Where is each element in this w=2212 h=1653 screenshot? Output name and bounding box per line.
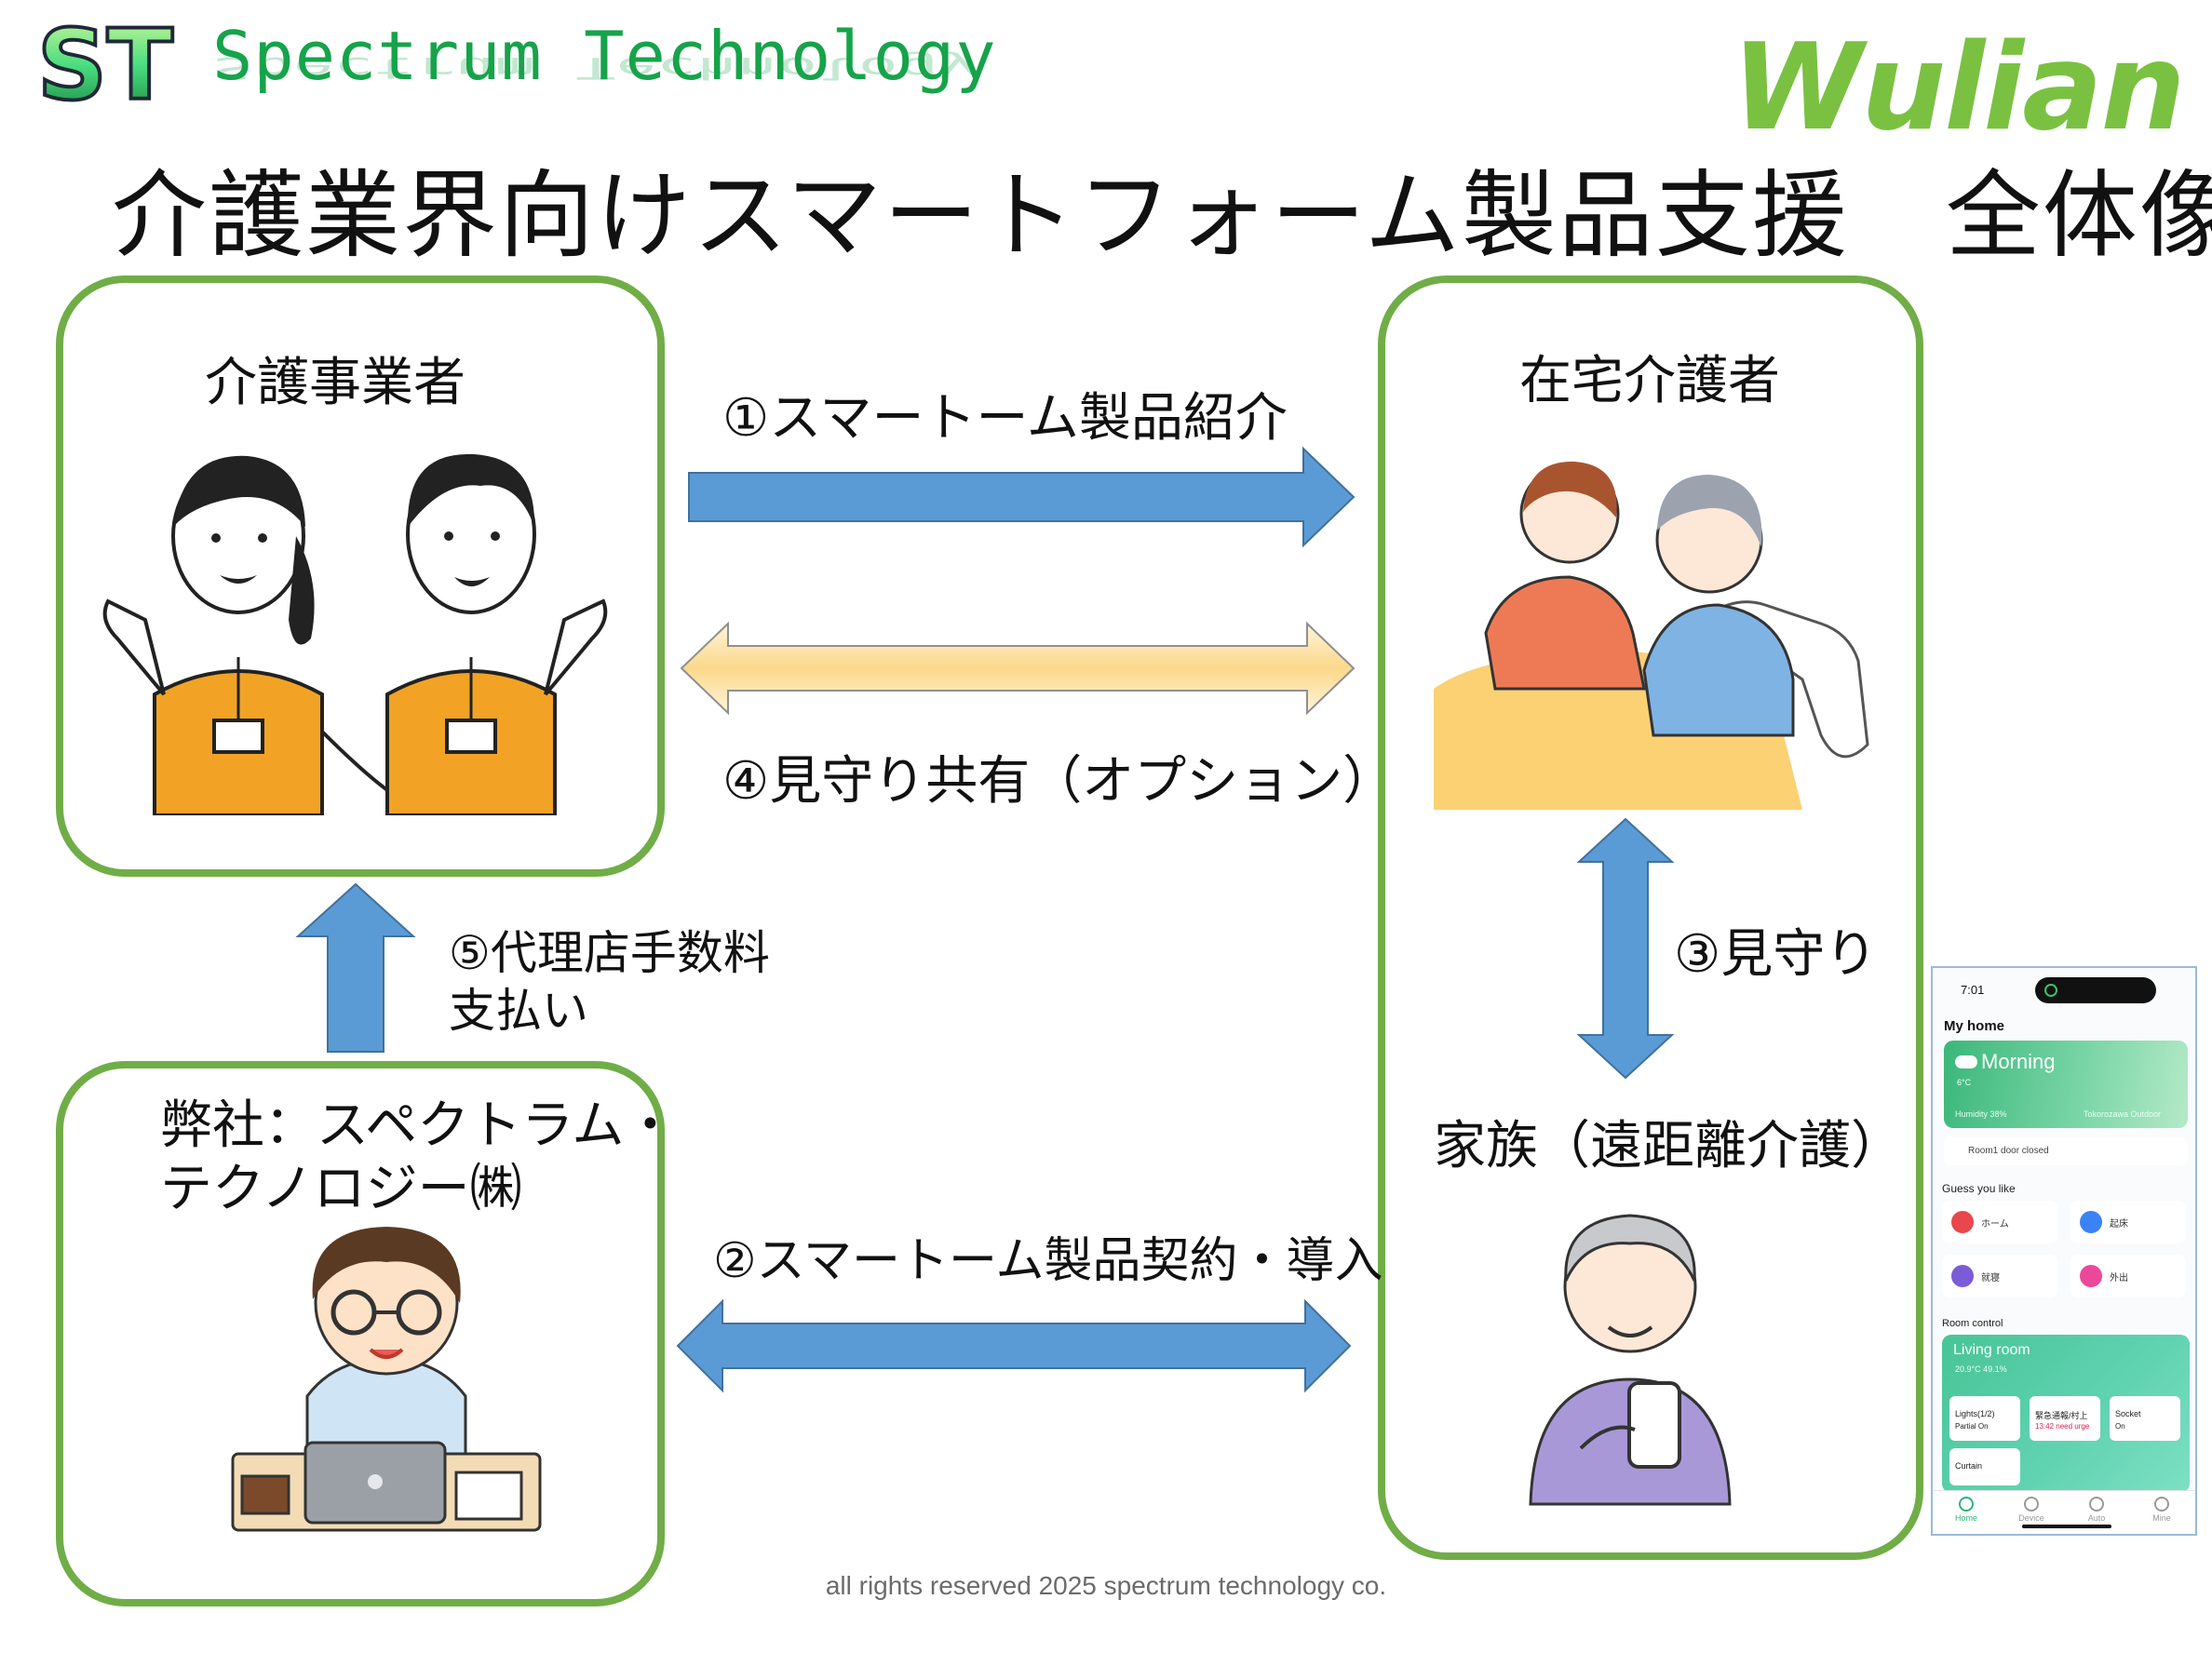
door-notice[interactable]: Room1 door closed <box>1944 1137 2188 1165</box>
device-name: Socket <box>2115 1409 2141 1418</box>
flow-label-contract: ②スマートーム製品契約・導入 <box>713 1233 1383 1289</box>
wulian-logo: Wulian <box>1732 19 2186 157</box>
arrow-commission <box>295 882 416 1053</box>
tab-auto[interactable]: Auto <box>2069 1497 2124 1523</box>
tab-device[interactable]: Device <box>2003 1497 2059 1523</box>
flow-label-commission-line2: 支払い <box>449 984 588 1038</box>
dynamic-island <box>2035 977 2156 1003</box>
device-socket[interactable]: Socket On <box>2110 1396 2180 1441</box>
device-emergency[interactable]: 緊急通報/村上 13:42 need urge <box>2030 1396 2100 1441</box>
device-tab-icon <box>2024 1497 2039 1512</box>
weather-location: Tokorozawa Outdoor <box>2084 1109 2162 1119</box>
care-staff-illustration <box>102 453 608 815</box>
cloud-icon <box>1955 1055 1977 1068</box>
st-logo: ST <box>35 9 175 119</box>
room-values: 20.9°C 49.1% <box>1955 1364 2007 1374</box>
weather-humidity: Humidity 38% <box>1955 1109 2007 1119</box>
scene-label: 就寝 <box>1981 1273 2000 1283</box>
flow-label-share-option: ④見守り共有（オプション） <box>722 751 1396 812</box>
staff-person-male <box>385 453 608 815</box>
home-caregiver-label: 在宅介護者 <box>1519 351 1780 411</box>
company-label-line2: テクノロジー㈱ <box>160 1159 522 1219</box>
tab-home[interactable]: Home <box>1938 1497 1994 1523</box>
flow-label-commission-line1: ⑤代理店手数料 <box>449 926 770 980</box>
arrow-share-option <box>680 621 1356 716</box>
family-label: 家族（遠距離介護） <box>1434 1116 1903 1176</box>
arrow-intro <box>688 446 1356 548</box>
device-curtain[interactable]: Curtain <box>1949 1448 2020 1485</box>
weather-greeting: Morning <box>1981 1050 2056 1073</box>
device-name: 緊急通報/村上 <box>2035 1411 2088 1420</box>
away-scene-icon <box>2080 1265 2102 1287</box>
document-icon <box>454 1471 523 1521</box>
notebook-icon <box>240 1474 290 1515</box>
scene-tile-home[interactable]: ホーム <box>1942 1201 2057 1243</box>
weather-card[interactable]: Morning 6°C Humidity 38% Tokorozawa Outd… <box>1944 1041 2188 1128</box>
scene-tile-sleep[interactable]: 就寝 <box>1942 1255 2057 1297</box>
device-state: On <box>2115 1422 2125 1431</box>
family-illustration <box>1529 1214 1732 1506</box>
tab-label: Home <box>1954 1513 1977 1523</box>
phone-time: 7:01 <box>1961 983 1985 997</box>
tab-label: Mine <box>2152 1513 2171 1523</box>
wakeup-scene-icon <box>2080 1211 2102 1233</box>
flow-label-watch: ③見守り <box>1674 924 1878 985</box>
device-name: Curtain <box>1955 1461 1983 1471</box>
page-title: 介護業界向けスマートフォーム製品支援 全体像 <box>112 161 2212 272</box>
care-provider-label: 介護事業者 <box>205 353 465 413</box>
mine-tab-icon <box>2154 1497 2169 1512</box>
auto-tab-icon <box>2089 1497 2104 1512</box>
guess-you-like-title: Guess you like <box>1942 1182 2016 1195</box>
smartphone-icon <box>1627 1381 1681 1469</box>
room-control-title: Room control <box>1942 1318 2003 1329</box>
home-indicator <box>2022 1525 2111 1528</box>
device-lights[interactable]: Lights(1/2) Partial On <box>1949 1396 2020 1441</box>
arrow-watch <box>1576 817 1675 1080</box>
arrow-contract <box>676 1298 1352 1393</box>
smart-home-app-screenshot: 7:01 My home Morning 6°C Humidity 38% To… <box>1931 966 2197 1536</box>
flow-label-intro: ①スマートーム製品紹介 <box>722 388 1288 449</box>
scene-label: 起床 <box>2110 1219 2128 1230</box>
tab-label: Device <box>2018 1513 2044 1523</box>
call-indicator-icon <box>2044 984 2057 997</box>
weather-temperature: 6°C <box>1957 1078 1972 1087</box>
copyright-footer: all rights reserved 2025 spectrum techno… <box>825 1571 1387 1600</box>
company-label-line1: 弊社：スペクトラム・ <box>160 1095 677 1156</box>
company-name: Spectrum Technology <box>212 17 997 95</box>
scene-tile-wakeup[interactable]: 起床 <box>2070 1201 2186 1243</box>
tab-label: Auto <box>2087 1513 2106 1523</box>
home-scene-icon <box>1951 1211 1974 1233</box>
caregiver-woman <box>1484 461 1646 691</box>
living-room-card[interactable]: Living room 20.9°C 49.1% Lights(1/2) Par… <box>1942 1335 2190 1493</box>
tab-mine[interactable]: Mine <box>2134 1497 2190 1523</box>
scene-label: 外出 <box>2110 1273 2128 1283</box>
st-logo-text: ST <box>37 9 173 119</box>
staff-person-female <box>102 455 398 815</box>
scene-tile-away[interactable]: 外出 <box>2070 1255 2186 1297</box>
device-name: Lights(1/2) <box>1955 1409 1995 1418</box>
room-name: Living room <box>1953 1342 2030 1358</box>
home-care-illustration <box>1434 461 1869 810</box>
home-tab-icon <box>1959 1497 1974 1512</box>
device-state: 13:42 need urge <box>2035 1422 2090 1431</box>
my-home-selector[interactable]: My home <box>1944 1018 2005 1034</box>
company-staff-illustration <box>231 1227 542 1532</box>
device-state: Partial On <box>1955 1422 1989 1431</box>
elderly-woman <box>1642 475 1795 737</box>
sleep-scene-icon <box>1951 1265 1974 1287</box>
scene-label: ホーム <box>1981 1219 2009 1230</box>
